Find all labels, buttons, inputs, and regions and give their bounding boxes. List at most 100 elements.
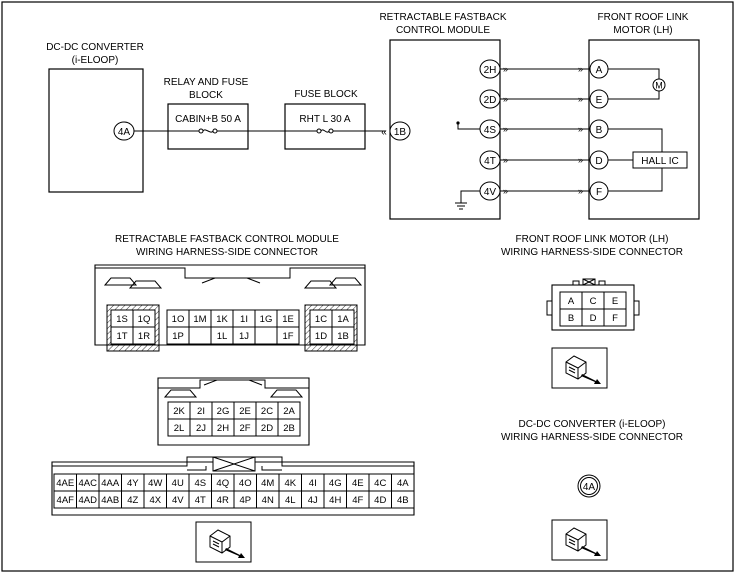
connector-pin-label: 2H: [217, 423, 229, 434]
fuse-block-fuse-label: RHT L 30 A: [299, 114, 350, 125]
connector-pin-label: 2B: [283, 423, 295, 434]
connector-pin-label: 4H: [329, 495, 341, 506]
connector-cell: [132, 326, 156, 345]
connector-pin-label: 4AF: [57, 495, 75, 506]
connector-pin-label: 1M: [193, 314, 206, 325]
connector-pin-label: 4AA: [101, 478, 120, 489]
module-4v-internal: [460, 190, 481, 203]
connector-pin-label: 2G: [217, 406, 230, 417]
motor-wire-b: [608, 128, 663, 152]
motor-terminal-a: [589, 59, 609, 79]
connector-pin-label: 2A: [283, 406, 295, 417]
connector-cell: [276, 326, 300, 345]
dcdc-title-line1: DC-DC CONVERTER: [46, 42, 144, 53]
motor-connector-title-line1: FRONT ROOF LINK MOTOR (LH): [516, 234, 669, 245]
module-terminal-1b: [389, 121, 411, 141]
motor-terminal-f: [589, 181, 609, 201]
motor-terminal-d-label: D: [595, 156, 602, 167]
connector-cell: [603, 308, 627, 327]
connector-pin-label: E: [612, 296, 618, 307]
connector-pin-label: 4N: [262, 495, 274, 506]
svg-text:»: »: [503, 155, 508, 165]
connector-pin-label: 4J: [308, 495, 318, 506]
connector-pin-label: 4D: [374, 495, 386, 506]
hall-ic-label: HALL IC: [641, 156, 678, 167]
connector-pin-label: 2K: [173, 406, 185, 417]
connector-pin-label: 1O: [172, 314, 185, 325]
connector-arrow: «: [381, 127, 387, 138]
connector-pin-label: 4K: [284, 478, 296, 489]
connector-pin-label: 4O: [239, 478, 252, 489]
connector-pin-label: 4P: [239, 495, 251, 506]
motor-terminal-e-label: E: [596, 95, 603, 106]
connector-pin-label: 1I: [240, 314, 248, 325]
connector-pin-label: 1P: [172, 331, 184, 342]
dcdc-title-line2: (i-ELOOP): [72, 55, 119, 66]
connector-pin-label: 4G: [329, 478, 342, 489]
module-4s-internal: [457, 123, 481, 130]
connector-pin-label: 2L: [174, 423, 185, 434]
motor-wire-a: [608, 68, 660, 79]
connector-pin-label: 2D: [261, 423, 273, 434]
connector-pin-label: 4R: [217, 495, 229, 506]
connector-pin-label: 1D: [315, 331, 327, 342]
connector-pin-label: 1S: [116, 314, 128, 325]
module-terminal-2d-label: 2D: [484, 95, 497, 106]
connector-pin-label: 4F: [352, 495, 363, 506]
motor-wire-f: [608, 168, 663, 192]
connector-pin-label: 4E: [352, 478, 364, 489]
connector-cell: [254, 326, 278, 345]
svg-text:»: »: [503, 186, 508, 196]
connector-pin-label: 1J: [239, 331, 249, 342]
dcdc-connector-inner: [580, 477, 598, 495]
connector-pin-label: D: [590, 313, 597, 324]
connector-pin-label: 1R: [138, 331, 150, 342]
connector-cell: [188, 326, 212, 345]
connector-pin-label: 4Z: [127, 495, 138, 506]
module-terminal-1b-label: 1B: [394, 127, 407, 138]
connector-pin-label: 4S: [194, 478, 206, 489]
svg-text:»: »: [578, 186, 583, 196]
connector-pin-label: 1C: [315, 314, 327, 325]
relay-fuse-node-right: [212, 128, 218, 134]
svg-text:»: »: [578, 64, 583, 74]
relay-fuse-label: CABIN+B 50 A: [175, 114, 241, 125]
motor-terminal-b: [589, 119, 609, 139]
fuse-block-node-left: [316, 128, 322, 134]
connector-pin-label: 2C: [261, 406, 273, 417]
fuse-block-icon: [320, 129, 330, 133]
motor-terminal-f-label: F: [596, 187, 602, 198]
module-terminal-4t-label: 4T: [484, 156, 496, 167]
connector-pin-label: 4AC: [79, 478, 98, 489]
connector-cell: [391, 490, 415, 509]
connector-pin-label: 4X: [149, 495, 161, 506]
connector-pin-label: B: [568, 313, 574, 324]
connector-pin-label: 4AE: [56, 478, 74, 489]
connector-pin-label: C: [590, 296, 597, 307]
connector-pin-label: 4V: [172, 495, 184, 506]
connector-pin-label: 1L: [217, 331, 228, 342]
motor-title-line2: MOTOR (LH): [613, 25, 672, 36]
module-terminal-4s-label: 4S: [484, 125, 497, 136]
dcdc-connector-title-line2: WIRING HARNESS-SIDE CONNECTOR: [501, 432, 683, 443]
module-connector-title-line1: RETRACTABLE FASTBACK CONTROL MODULE: [115, 234, 339, 245]
motor-terminal-b-label: B: [596, 125, 603, 136]
module-terminal-2h-label: 2H: [484, 65, 497, 76]
svg-text:»: »: [503, 94, 508, 104]
connector-pin-label: 4T: [195, 495, 206, 506]
module-title-line1: RETRACTABLE FASTBACK: [379, 12, 506, 23]
motor-symbol-label: M: [655, 81, 663, 91]
connector-pin-label: F: [612, 313, 618, 324]
module-title-line2: CONTROL MODULE: [396, 25, 490, 36]
connector-pin-label: 4L: [285, 495, 296, 506]
connector-pin-label: 1F: [282, 331, 293, 342]
connector-pin-label: A: [568, 296, 575, 307]
relay-title-line2: BLOCK: [189, 90, 223, 101]
module-ground-icon: [455, 202, 467, 210]
motor-terminal-d: [589, 150, 609, 170]
